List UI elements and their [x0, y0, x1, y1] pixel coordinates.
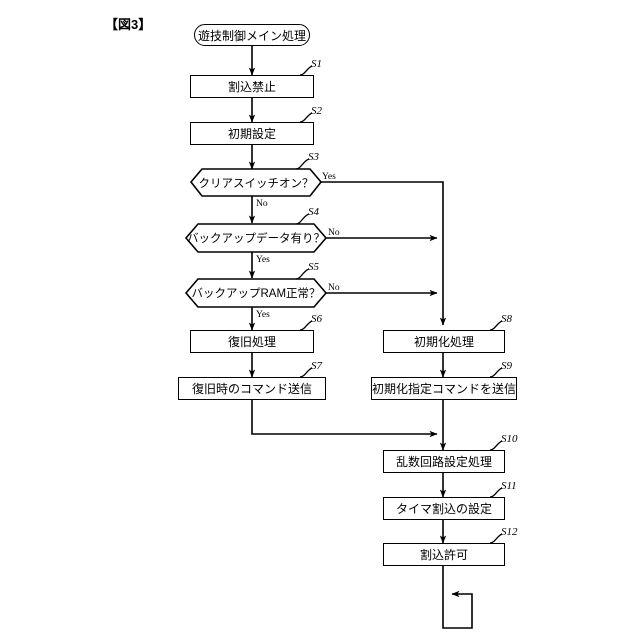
step-id-s2: S2 — [311, 105, 322, 117]
step-id-s5: S5 — [308, 261, 319, 273]
process-box-s7: 復旧時のコマンド送信 — [178, 377, 326, 400]
step-id-s6: S6 — [311, 313, 322, 325]
leader-s12 — [489, 533, 503, 544]
decision-label-s4: バックアップデータ有り？ — [187, 233, 325, 245]
leader-s9 — [489, 367, 503, 378]
decision-label-s5: バックアップRAM正常？ — [191, 288, 321, 300]
process-box-s11: タイマ割込の設定 — [383, 497, 505, 520]
branch-label-s3-no: No — [256, 199, 268, 209]
process-label-s1: 割込禁止 — [227, 79, 276, 94]
start-terminal: 遊技制御メイン処理 — [194, 24, 310, 46]
decision-shape-s4 — [184, 223, 328, 253]
branch-label-s4-no: No — [328, 228, 340, 238]
branch-label-s4-yes: Yes — [256, 255, 270, 265]
process-box-s2: 初期設定 — [190, 122, 314, 145]
process-label-s7: 復旧時のコマンド送信 — [191, 381, 312, 396]
decision-box-s4: バックアップデータ有り？ — [186, 224, 326, 252]
step-id-s8: S8 — [501, 313, 512, 325]
decision-shape-s5 — [184, 278, 328, 308]
step-id-s9: S9 — [501, 360, 512, 372]
process-label-s6: 復旧処理 — [227, 334, 276, 349]
leader-s6 — [299, 320, 313, 331]
decision-shape-s3 — [189, 168, 323, 197]
process-box-s12: 割込許可 — [383, 543, 505, 566]
step-id-s1: S1 — [311, 58, 322, 70]
process-box-s10: 乱数回路設定処理 — [383, 450, 505, 473]
leader-s1 — [299, 65, 313, 76]
leader-s3 — [295, 158, 310, 170]
decision-box-s5: バックアップRAM正常？ — [186, 279, 326, 307]
step-id-s7: S7 — [311, 360, 322, 372]
branch-label-s5-yes: Yes — [256, 310, 270, 320]
process-label-s2: 初期設定 — [227, 126, 276, 141]
leader-s8 — [489, 320, 503, 331]
process-label-s8: 初期化処理 — [413, 334, 474, 349]
step-id-s10: S10 — [501, 433, 518, 445]
process-box-s8: 初期化処理 — [383, 330, 505, 353]
process-box-s1: 割込禁止 — [190, 75, 314, 98]
step-id-s12: S12 — [501, 526, 518, 538]
process-box-s6: 復旧処理 — [190, 330, 314, 353]
figure-label: 【図3】 — [105, 17, 152, 32]
process-label-s12: 割込許可 — [419, 547, 468, 562]
decision-box-s3: クリアスイッチオン？ — [191, 169, 321, 196]
leader-s4 — [295, 213, 310, 225]
step-id-s11: S11 — [501, 480, 517, 492]
step-id-s3: S3 — [308, 151, 319, 163]
leader-s11 — [489, 487, 503, 498]
branch-label-s3-yes: Yes — [322, 172, 336, 182]
process-box-s9: 初期化指定コマンドを送信 — [371, 377, 517, 400]
leader-s7 — [299, 367, 313, 378]
process-label-s10: 乱数回路設定処理 — [395, 454, 492, 469]
branch-label-s5-no: No — [328, 283, 340, 293]
process-label-s11: タイマ割込の設定 — [395, 501, 492, 516]
leader-s10 — [489, 440, 503, 451]
start-terminal-label: 遊技制御メイン処理 — [197, 28, 306, 43]
step-id-s4: S4 — [308, 206, 319, 218]
decision-label-s3: クリアスイッチオン？ — [198, 177, 314, 190]
process-label-s9: 初期化指定コマンドを送信 — [372, 381, 517, 396]
leader-s5 — [295, 268, 310, 280]
leader-s2 — [299, 112, 313, 123]
